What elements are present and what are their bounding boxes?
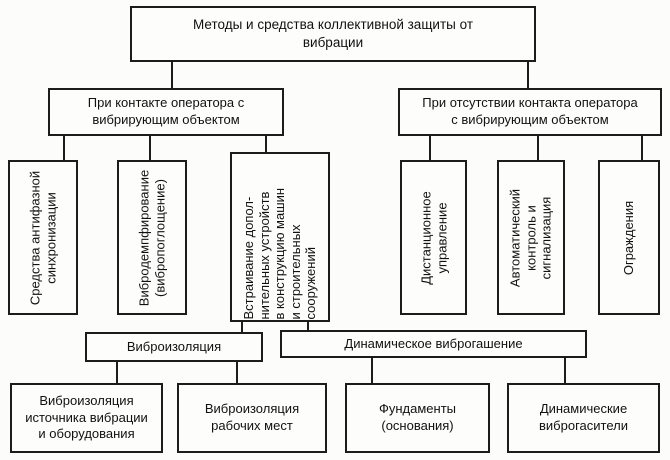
node-isolation-source: Виброизоляция источника вибрации и обору… — [10, 383, 163, 453]
node-remote-control: Дистанционное управление — [400, 160, 467, 315]
node-isolation-source-label: Виброизоляция источника вибрации и обору… — [25, 392, 148, 442]
node-no-contact-branch-label: При отсутствии контакта оператора с вибр… — [422, 95, 638, 127]
connector-nocontact-to-remote — [429, 134, 431, 162]
node-dynamic-dampers-label: Динамические виброгасители — [539, 401, 628, 433]
connector-root-to-contact — [171, 60, 173, 90]
node-contact-branch-label: При контакте оператора с вибрирующим объ… — [87, 95, 245, 127]
connector-contact-to-damping — [149, 134, 151, 162]
node-vibro-damping-label: Вибродемпфирование (вибропоглощение) — [136, 169, 167, 306]
connector-nocontact-to-auto — [537, 134, 539, 162]
node-contact-branch: При контакте оператора с вибрирующим объ… — [48, 88, 284, 136]
node-auto-control-signaling-label: Автоматический контроль и сигнализация — [507, 188, 554, 287]
connector-dynamic-to-dampers — [564, 356, 566, 385]
connector-contact-to-sync — [63, 134, 65, 162]
connector-dynamic-to-foundation — [371, 356, 373, 385]
node-remote-control-label: Дистанционное управление — [417, 190, 449, 285]
node-foundations-label: Фундаменты (основания) — [378, 401, 457, 433]
node-fencing: Ограждения — [598, 160, 660, 315]
connector-contact-to-embedding — [265, 134, 267, 154]
node-embedding-devices: Встраивание допол- нительных устройств в… — [230, 152, 330, 322]
node-dynamic-damping: Динамическое виброгашение — [280, 330, 587, 358]
connector-nocontact-to-fence — [641, 134, 643, 162]
node-root-label: Методы и средства коллективной защиты от… — [193, 17, 473, 50]
node-vibro-damping: Вибродемпфирование (вибропоглощение) — [117, 160, 187, 315]
node-antiphase-sync: Средства антифазной синхронизации — [8, 160, 78, 315]
connector-isolation-to-workplace — [236, 360, 238, 385]
connector-embedding-to-isolation — [241, 320, 243, 334]
node-dynamic-damping-label: Динамическое виброгашение — [344, 335, 523, 351]
connector-root-to-nocontact — [527, 60, 529, 90]
node-embedding-devices-label: Встраивание допол- нительных устройств в… — [241, 187, 319, 320]
node-dynamic-dampers: Динамические виброгасители — [507, 383, 660, 453]
node-fencing-label: Ограждения — [621, 200, 637, 275]
connector-isolation-to-source — [116, 360, 118, 385]
node-isolation-workplace: Виброизоляция рабочих мест — [177, 383, 327, 453]
node-vibroisolation-label: Виброизоляция — [126, 338, 222, 354]
connector-embedding-to-dynamic — [307, 320, 309, 332]
node-vibroisolation: Виброизоляция — [85, 332, 263, 362]
node-no-contact-branch: При отсутствии контакта оператора с вибр… — [398, 88, 662, 136]
node-foundations: Фундаменты (основания) — [345, 383, 490, 453]
node-antiphase-sync-label: Средства антифазной синхронизации — [27, 170, 58, 305]
node-root: Методы и средства коллективной защиты от… — [130, 6, 536, 62]
node-auto-control-signaling: Автоматический контроль и сигнализация — [497, 160, 565, 315]
node-isolation-workplace-label: Виброизоляция рабочих мест — [204, 401, 300, 433]
